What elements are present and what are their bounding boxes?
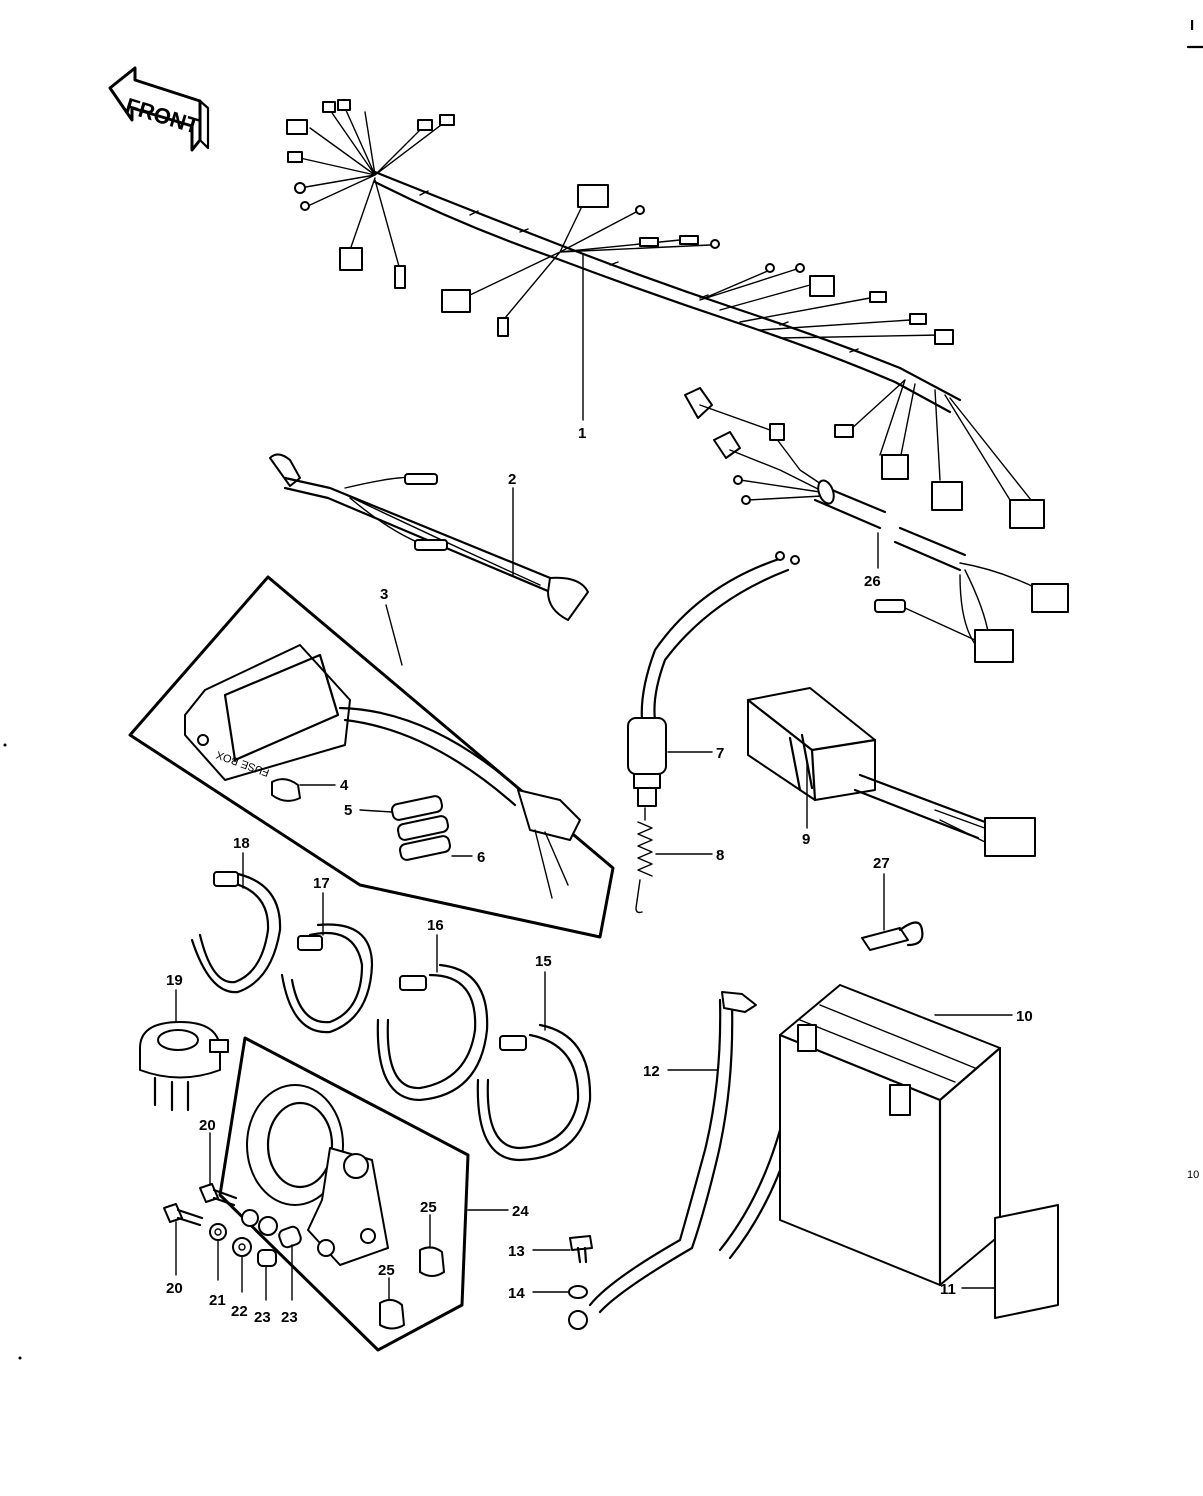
fuse-box-grommet bbox=[271, 778, 301, 802]
washer-22 bbox=[232, 1237, 252, 1257]
condenser-lead bbox=[627, 551, 800, 807]
callout-13: 13 bbox=[508, 1243, 525, 1260]
rear-wiring-harness bbox=[684, 387, 1069, 663]
grommet-25-upper bbox=[419, 1246, 445, 1277]
callout-11: 11 bbox=[940, 1281, 956, 1298]
callout-19: 19 bbox=[166, 972, 183, 989]
callout-20a: 20 bbox=[199, 1117, 216, 1134]
battery-label bbox=[994, 1204, 1059, 1319]
callout-5: 5 bbox=[344, 802, 352, 819]
relay-module bbox=[746, 687, 1036, 857]
rubber-band-17 bbox=[280, 923, 374, 1034]
horn-assembly-bracket bbox=[218, 1036, 470, 1352]
battery bbox=[778, 984, 1002, 1287]
callout-2: 2 bbox=[508, 471, 516, 488]
callout-7: 7 bbox=[716, 745, 724, 762]
callout-leader-3 bbox=[385, 604, 403, 666]
bolt-20-lower bbox=[163, 1203, 204, 1227]
battery-cable bbox=[568, 991, 794, 1330]
callout-18: 18 bbox=[233, 835, 250, 852]
callout-12: 12 bbox=[643, 1063, 660, 1080]
stray-dot-left bbox=[3, 743, 7, 747]
callout-10: 10 bbox=[1016, 1008, 1033, 1025]
rubber-band-18 bbox=[190, 870, 282, 994]
bolt-20-upper bbox=[199, 1183, 238, 1207]
collar-23-right bbox=[241, 1209, 302, 1249]
collar-23-left bbox=[257, 1249, 277, 1267]
battery-nut bbox=[568, 1285, 588, 1299]
spring bbox=[635, 807, 653, 914]
callout-4: 4 bbox=[340, 777, 349, 794]
cable-clamp bbox=[861, 921, 924, 951]
callout-3: 3 bbox=[380, 586, 388, 603]
rubber-band-16 bbox=[376, 963, 489, 1102]
main-wiring-harness bbox=[286, 99, 1045, 529]
callout-24: 24 bbox=[512, 1203, 529, 1220]
callout-6: 6 bbox=[477, 849, 485, 866]
callout-14: 14 bbox=[508, 1285, 525, 1302]
callout-27: 27 bbox=[873, 855, 890, 872]
callout-15: 15 bbox=[535, 953, 552, 970]
flasher-relay bbox=[139, 1021, 229, 1112]
washer-21 bbox=[209, 1223, 227, 1241]
fuses bbox=[390, 795, 452, 861]
callout-16: 16 bbox=[427, 917, 444, 934]
edge-mark-right-middle: 10 bbox=[1187, 1169, 1199, 1181]
callout-9: 9 bbox=[802, 831, 810, 848]
callout-22: 22 bbox=[231, 1303, 248, 1320]
callout-20b: 20 bbox=[166, 1280, 183, 1297]
callout-21: 21 bbox=[209, 1292, 226, 1309]
fuse-box-assembly-bracket bbox=[128, 575, 615, 939]
callout-17: 17 bbox=[313, 875, 330, 892]
grommet-25-lower bbox=[379, 1299, 405, 1330]
callout-23a: 23 bbox=[254, 1309, 271, 1326]
callout-8: 8 bbox=[716, 847, 724, 864]
callout-26: 26 bbox=[864, 573, 881, 590]
sub-wiring-harness bbox=[269, 453, 589, 621]
edge-mark-top-right: I bbox=[1190, 17, 1194, 34]
fuse-box: FUSE BOX bbox=[184, 644, 581, 899]
front-arrow-label: FRONT bbox=[123, 93, 203, 139]
stray-dot-bottom-left bbox=[18, 1356, 22, 1360]
horn bbox=[246, 1084, 389, 1266]
rubber-band-15 bbox=[476, 1023, 592, 1162]
callout-23b: 23 bbox=[281, 1309, 298, 1326]
callout-1: 1 bbox=[578, 425, 586, 442]
battery-bolt bbox=[569, 1235, 593, 1264]
callout-25b: 25 bbox=[378, 1262, 395, 1279]
front-arrow: FRONT bbox=[108, 66, 210, 152]
callout-25a: 25 bbox=[420, 1199, 437, 1216]
callout-leader-5 bbox=[359, 809, 393, 813]
